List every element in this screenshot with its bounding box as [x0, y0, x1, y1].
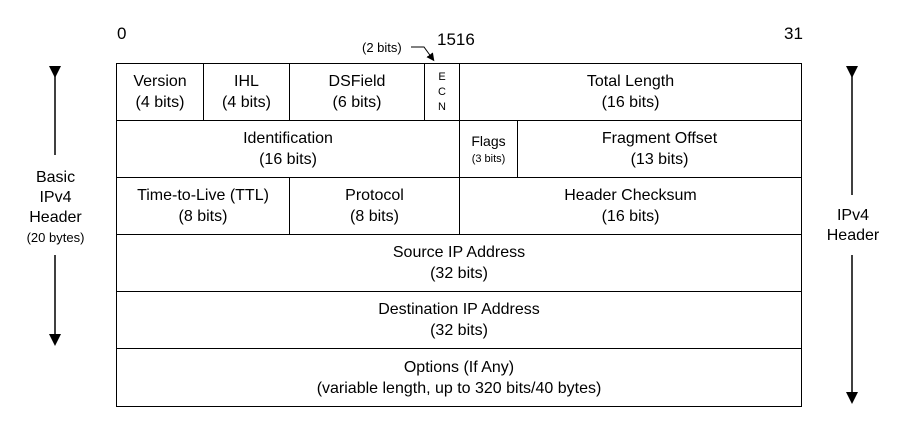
bit-label-15-16: 1516: [437, 30, 475, 49]
field-fragment-offset: Fragment Offset(13 bits): [518, 121, 801, 178]
field-options: Options (If Any)(variable length, up to …: [316, 358, 602, 397]
field-version: Version(4 bits): [117, 64, 204, 121]
field-total-length: Total Length(16 bits): [460, 64, 801, 121]
field-ihl: IHL(4 bits): [204, 64, 290, 121]
field-source-ip: Source IP Address(32 bits): [117, 235, 801, 292]
field-flags: Flags(3 bits): [460, 121, 518, 178]
field-protocol: Protocol(8 bits): [290, 178, 460, 235]
field-header-checksum: Header Checksum(16 bits): [460, 178, 801, 235]
field-dsfield: DSField(6 bits): [290, 64, 425, 121]
bit-label-0: 0: [117, 24, 127, 43]
field-identification: Identification(16 bits): [117, 121, 460, 178]
ipv4-header-label: IPv4 Header: [826, 207, 880, 244]
ipv4-header-table: Version(4 bits) IHL(4 bits) DSField(6 bi…: [116, 63, 802, 407]
basic-ipv4-header-label: Basic IPv4 Header (20 bytes): [26, 169, 85, 245]
field-destination-ip: Destination IP Address(32 bits): [117, 292, 801, 349]
ecn-callout-arrow: [411, 46, 435, 62]
field-ttl: Time-to-Live (TTL)(8 bits): [117, 178, 290, 235]
ecn-size-note: (2 bits): [362, 40, 402, 55]
bit-label-31: 31: [784, 24, 803, 43]
